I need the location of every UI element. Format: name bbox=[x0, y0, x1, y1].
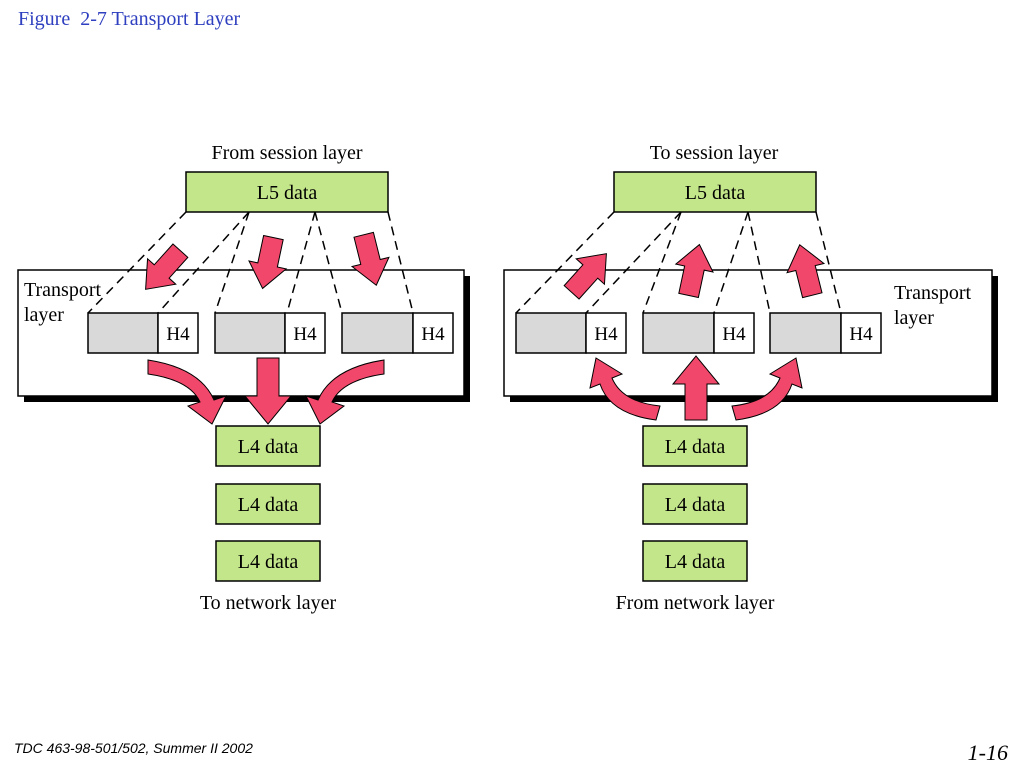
receiver-l5-box bbox=[613, 171, 817, 213]
receiver-join-lines bbox=[515, 211, 842, 314]
segment-body bbox=[214, 312, 286, 354]
segment-header-box bbox=[713, 312, 755, 354]
sender-l4-label-2: L4 data bbox=[238, 494, 299, 516]
sender-l4-label-3: L4 data bbox=[238, 551, 299, 573]
sender-l5-label: L5 data bbox=[257, 182, 318, 204]
segment-header-label: H4 bbox=[293, 324, 317, 345]
sender-l4-box-2 bbox=[215, 483, 321, 525]
receiver-l4-box-3 bbox=[642, 540, 748, 582]
receiver-l4-label-2: L4 data bbox=[665, 494, 726, 516]
segment-header-box bbox=[284, 312, 326, 354]
segment-header-label: H4 bbox=[166, 324, 190, 345]
segment-body bbox=[642, 312, 715, 354]
segment-header-label: H4 bbox=[594, 324, 618, 345]
slide-title: Figure 2-7 Transport Layer bbox=[18, 8, 241, 30]
segment-header-label: H4 bbox=[722, 324, 746, 345]
sender-l5-box bbox=[185, 171, 389, 213]
segment-header-label: H4 bbox=[849, 324, 873, 345]
segment-body bbox=[341, 312, 414, 354]
segment-body bbox=[87, 312, 159, 354]
receiver-segment-1: H4 bbox=[515, 312, 627, 354]
receiver-side: To session layer L5 data Transport layer… bbox=[503, 142, 998, 614]
arrow-down-icon bbox=[243, 357, 293, 425]
receiver-top-label: To session layer bbox=[650, 142, 779, 164]
segment-header-box bbox=[412, 312, 454, 354]
receiver-layer-label-line2: layer bbox=[894, 307, 934, 329]
sender-side: From session layer L5 data Transport lay… bbox=[17, 142, 470, 614]
segment-body bbox=[769, 312, 842, 354]
curved-arrow-icon bbox=[147, 359, 227, 425]
receiver-l4-box-2 bbox=[642, 483, 748, 525]
sender-layer-label-line2: layer bbox=[24, 304, 64, 326]
receiver-l4-label-1: L4 data bbox=[665, 436, 726, 458]
sender-bottom-label: To network layer bbox=[200, 592, 337, 614]
receiver-split-arrows bbox=[589, 355, 803, 421]
receiver-bottom-label: From network layer bbox=[616, 592, 775, 614]
segment-header-label: H4 bbox=[421, 324, 445, 345]
sender-segment-2: H4 bbox=[214, 312, 326, 354]
segment-header-box bbox=[157, 312, 199, 354]
sender-l4-box-1 bbox=[215, 425, 321, 467]
segment-body bbox=[515, 312, 587, 354]
receiver-segment-2: H4 bbox=[642, 312, 755, 354]
sender-split-lines bbox=[87, 211, 414, 314]
page-number: 1-16 bbox=[967, 740, 1008, 765]
sender-l4-box-3 bbox=[215, 540, 321, 582]
curved-arrow-up-icon bbox=[589, 357, 661, 421]
segment-header-box bbox=[585, 312, 627, 354]
receiver-layer-label-line1: Transport bbox=[894, 282, 971, 304]
sender-segment-3: H4 bbox=[341, 312, 454, 354]
receiver-l4-box-1 bbox=[642, 425, 748, 467]
curved-arrow-icon bbox=[305, 359, 385, 425]
receiver-l5-label: L5 data bbox=[685, 182, 746, 204]
footer-course-label: TDC 463-98-501/502, Summer II 2002 bbox=[14, 740, 253, 756]
curved-arrow-up-icon bbox=[731, 357, 803, 421]
sender-segment-1: H4 bbox=[87, 312, 199, 354]
sender-top-label: From session layer bbox=[211, 142, 362, 164]
sender-merge-arrows bbox=[147, 357, 385, 425]
receiver-l4-label-3: L4 data bbox=[665, 551, 726, 573]
arrow-up-icon bbox=[671, 355, 721, 421]
segment-header-box bbox=[840, 312, 882, 354]
sender-layer-label-line1: Transport bbox=[24, 279, 101, 301]
sender-l4-label-1: L4 data bbox=[238, 436, 299, 458]
receiver-segment-3: H4 bbox=[769, 312, 882, 354]
